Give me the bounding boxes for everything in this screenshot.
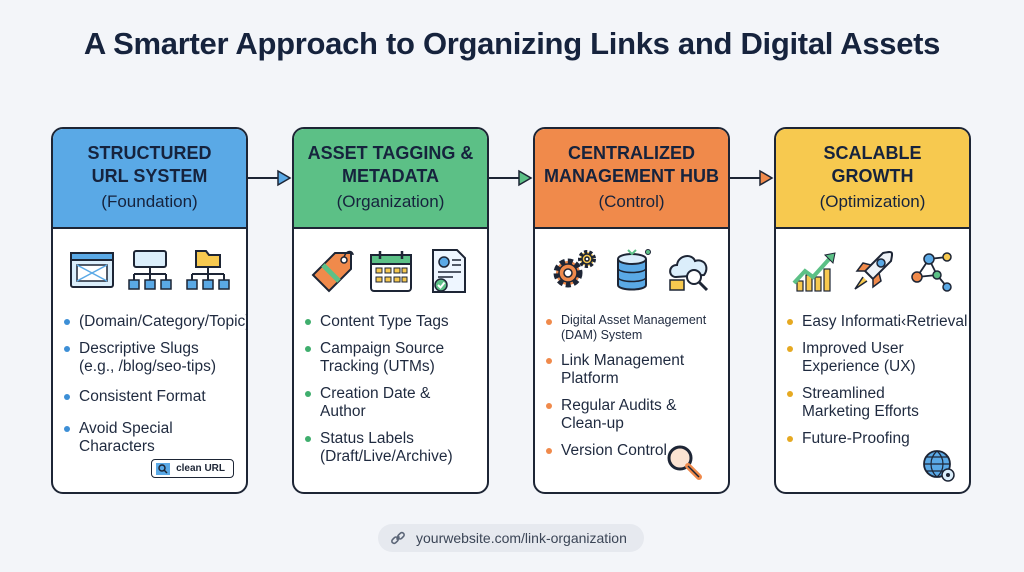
arrow-right-icon — [489, 169, 533, 187]
card-subheading: (Organization) — [336, 192, 445, 211]
list-item: Regular Audits & Clean-up — [546, 397, 691, 433]
network-nodes-icon — [910, 252, 952, 292]
database-icon — [616, 249, 651, 291]
card-heading: CENTRALIZED MANAGEMENT HUB — [544, 143, 719, 186]
list-item: Consistent Format — [64, 388, 238, 406]
gears-icon — [553, 250, 596, 288]
card-bullet-list: Digital Asset Management (DAM) System Li… — [535, 313, 728, 469]
card-header: CENTRALIZED MANAGEMENT HUB (Control) — [535, 129, 728, 229]
card-icons — [776, 247, 969, 297]
list-item: Campaign Source Tracking (UTMs) — [305, 340, 460, 376]
card-heading: ASSET TAGGING & METADATA — [307, 143, 474, 186]
list-item: Digital Asset Management (DAM) System — [546, 313, 726, 343]
arrow-right-icon — [248, 169, 292, 187]
magnifier-icon — [667, 445, 702, 480]
calendar-icon — [369, 251, 412, 292]
card-header: ASSET TAGGING & METADATA (Organization) — [294, 129, 487, 229]
list-item: Descriptive Slugs (e.g., /blog/seo-tips) — [64, 340, 229, 376]
card-heading: STRUCTURED URL SYSTEM — [87, 143, 212, 186]
link-icon — [391, 531, 405, 545]
list-item: Version Control — [546, 442, 720, 460]
document-check-icon — [431, 249, 466, 293]
card-header: SCALABLE GROWTH (Optimization) — [776, 129, 969, 229]
list-item: Easy Informati‹Retrieval — [787, 313, 968, 330]
card-subheading: (Control) — [598, 192, 665, 211]
card-subheading: (Optimization) — [819, 192, 926, 211]
card-structured-url: STRUCTURED URL SYSTEM (Foundation) (Doma… — [51, 127, 248, 494]
price-tag-icon — [311, 250, 354, 293]
cloud-search-icon — [668, 255, 708, 292]
browser-window-icon — [69, 252, 114, 288]
list-item: Content Type Tags — [305, 313, 479, 331]
list-item: Improved User Experience (UX) — [787, 340, 932, 376]
card-asset-tagging: ASSET TAGGING & METADATA (Organization) — [292, 127, 489, 494]
clean-url-badge: clean URL — [151, 459, 234, 478]
card-heading: SCALABLE GROWTH — [823, 143, 922, 186]
card-management-hub: CENTRALIZED MANAGEMENT HUB (Control) — [533, 127, 730, 494]
list-item: Creation Date & Author — [305, 385, 440, 421]
card-bullet-list: Easy Informati‹Retrieval Improved User E… — [776, 313, 969, 457]
card-scalable-growth: SCALABLE GROWTH (Optimization) — [774, 127, 971, 494]
card-bullet-list: Content Type Tags Campaign Source Tracki… — [294, 313, 487, 475]
list-item: Link Management Platform — [546, 352, 701, 388]
rocket-icon — [853, 251, 893, 290]
list-item: Streamlined Marketing Efforts — [787, 385, 937, 421]
list-item: Future-Proofing — [787, 430, 961, 448]
sitemap-icon — [127, 250, 172, 290]
search-icon — [156, 462, 171, 475]
list-item: Avoid Special Characters — [64, 420, 199, 456]
growth-chart-icon — [792, 252, 836, 292]
badge-label: clean URL — [176, 463, 225, 474]
footer-url-pill[interactable]: yourwebsite.com/link-organization — [378, 524, 644, 552]
globe-settings-icon — [923, 450, 955, 482]
list-item: Status Labels (Draft/Live/Archive) — [305, 430, 470, 466]
folder-tree-icon — [185, 250, 230, 290]
page-title: A Smarter Approach to Organizing Links a… — [83, 26, 941, 61]
arrow-right-icon — [730, 169, 774, 187]
card-icons — [294, 247, 487, 297]
card-subheading: (Foundation) — [101, 192, 198, 211]
card-icons — [535, 247, 728, 297]
card-icons — [53, 247, 246, 297]
list-item: (Domain/Category/Topic) — [64, 313, 248, 330]
footer-url-text: yourwebsite.com/link-organization — [416, 530, 627, 546]
card-bullet-list: (Domain/Category/Topic) Descriptive Slug… — [53, 313, 246, 465]
card-header: STRUCTURED URL SYSTEM (Foundation) — [53, 129, 246, 229]
